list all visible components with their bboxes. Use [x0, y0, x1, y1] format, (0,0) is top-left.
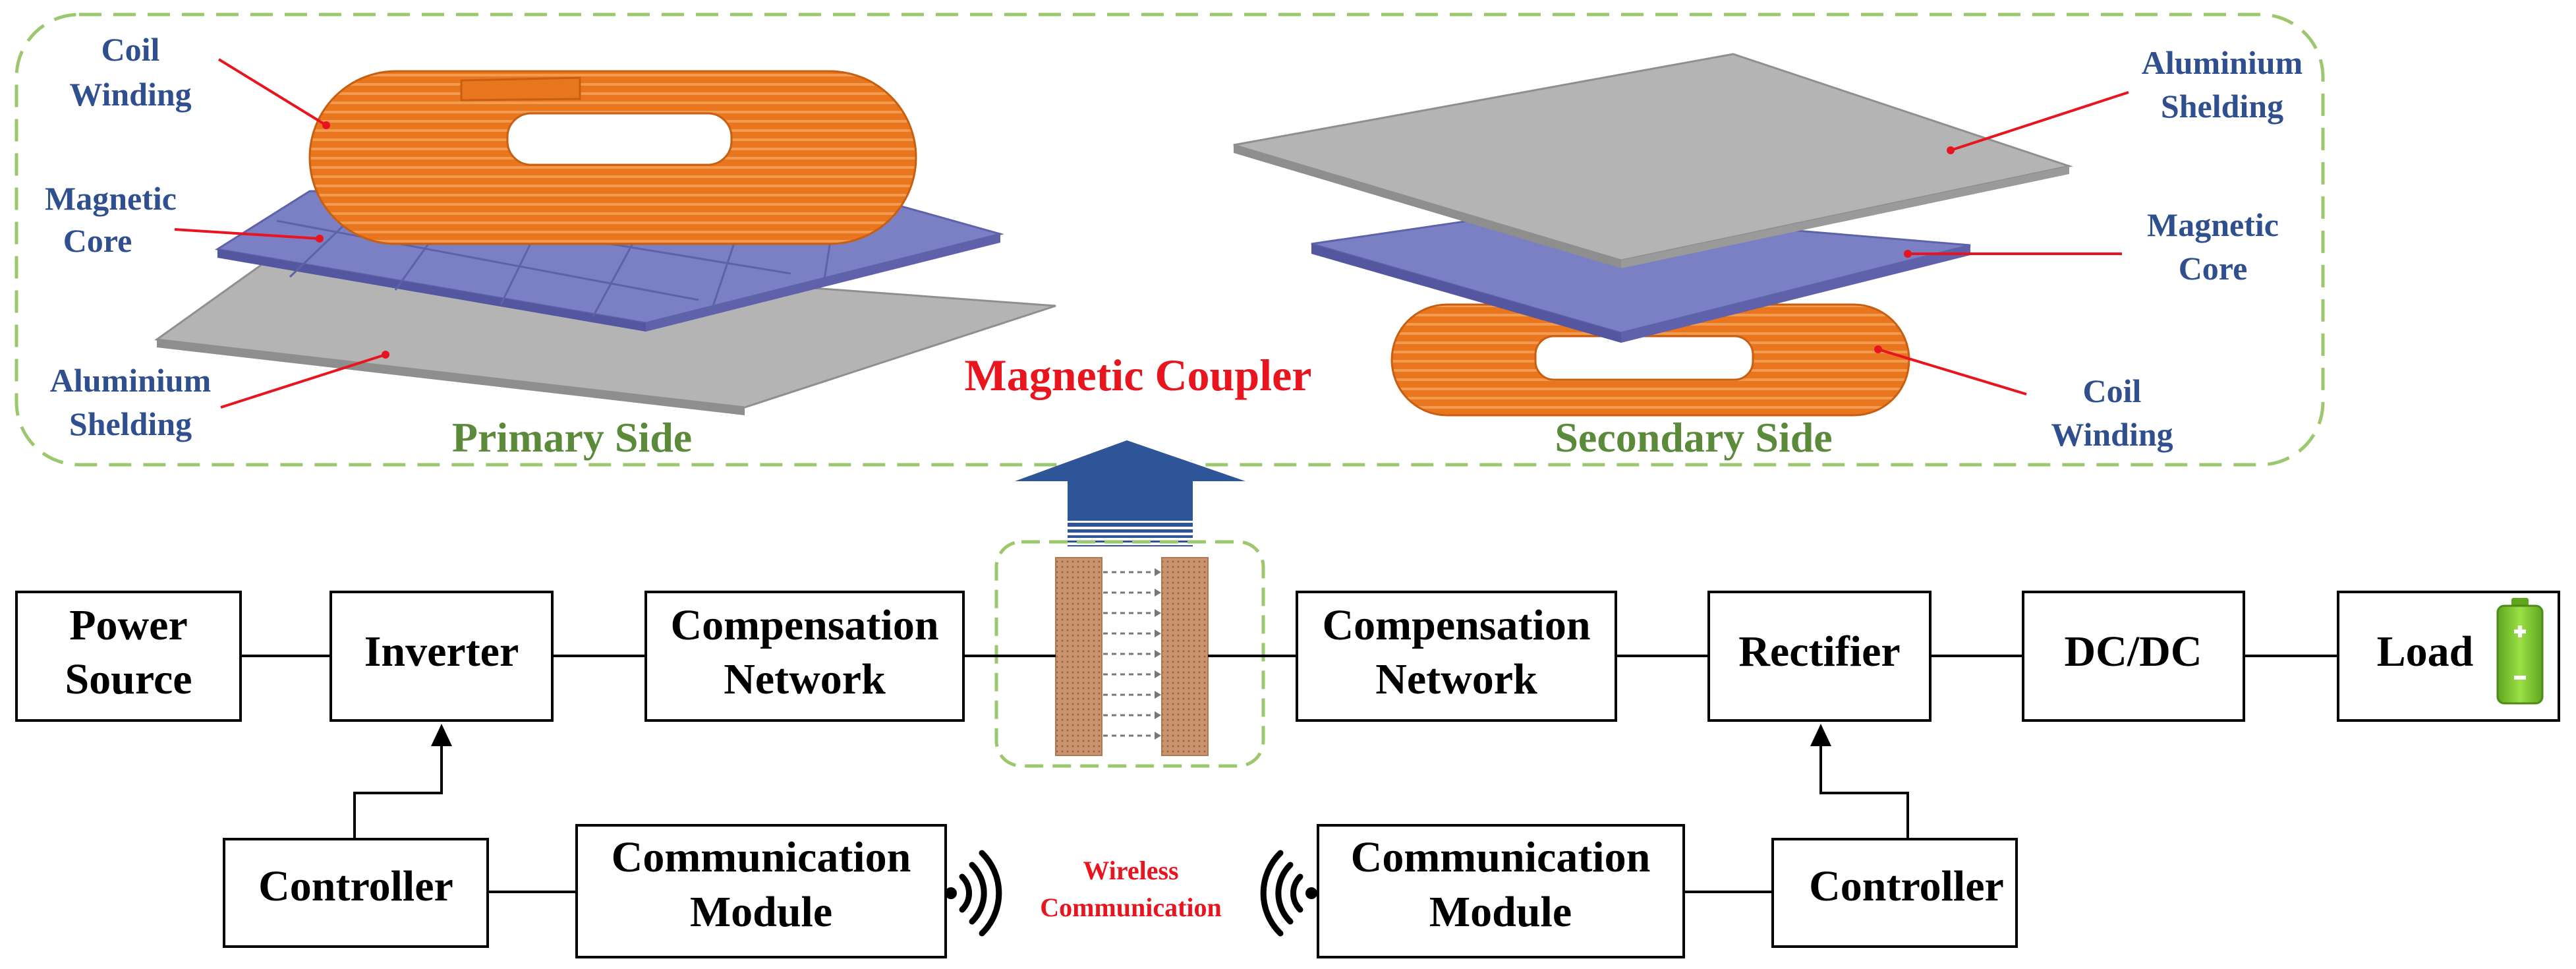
inverter-block: Inverter	[329, 591, 554, 722]
primary-side-illustration	[154, 70, 1056, 415]
rectifier-block: Rectifier	[1707, 591, 1932, 722]
secondary-core-label: Magnetic Core	[2147, 206, 2279, 287]
svg-text:Network: Network	[1375, 655, 1537, 703]
svg-text:Magnetic: Magnetic	[45, 180, 177, 217]
svg-text:Module: Module	[690, 888, 832, 936]
communication-module-primary-block: Communication Module	[575, 824, 947, 958]
svg-text:Compensation: Compensation	[1322, 601, 1590, 649]
svg-text:Coil: Coil	[101, 31, 160, 68]
communication-module-secondary-block: Communication Module	[1317, 824, 1685, 958]
connection-lines	[241, 655, 2338, 893]
secondary-shield-label: Aluminium Shelding	[2142, 44, 2303, 125]
wireless-signal-right-icon	[1260, 850, 1317, 937]
svg-text:Controller: Controller	[258, 862, 453, 910]
svg-text:Core: Core	[63, 222, 132, 259]
power-source-block: Power Source	[15, 591, 242, 722]
coupler-inset-plates	[1055, 557, 1209, 756]
svg-text:Module: Module	[1429, 888, 1572, 936]
primary-shield-label: Aluminium Shelding	[50, 362, 212, 442]
svg-text:Wireless: Wireless	[1083, 856, 1178, 885]
svg-text:Communication: Communication	[1351, 833, 1651, 881]
svg-text:Source: Source	[65, 655, 192, 703]
secondary-side-label: Secondary Side	[1555, 414, 1832, 461]
svg-text:Communication: Communication	[1040, 893, 1222, 922]
svg-text:DC/DC: DC/DC	[2065, 628, 2202, 676]
wireless-communication-label: Wireless Communication	[1040, 856, 1222, 922]
secondary-aluminium-shield	[1233, 53, 2073, 262]
svg-text:Coil: Coil	[2083, 372, 2142, 409]
svg-text:Rectifier: Rectifier	[1738, 628, 1900, 676]
svg-text:Aluminium: Aluminium	[2142, 44, 2303, 81]
svg-text:Network: Network	[724, 655, 886, 703]
secondary-coil-label: Coil Winding	[2051, 372, 2173, 453]
primary-coil-winding	[308, 70, 917, 245]
magnetic-coupler-title: Magnetic Coupler	[965, 350, 1312, 400]
coupling-arrow	[1015, 440, 1245, 546]
svg-text:Winding: Winding	[69, 76, 191, 113]
battery-icon	[2496, 598, 2544, 705]
svg-text:Controller: Controller	[1809, 862, 2004, 910]
primary-core-label: Magnetic Core	[45, 180, 177, 259]
svg-text:Compensation: Compensation	[670, 601, 938, 649]
svg-text:Inverter: Inverter	[364, 628, 519, 676]
primary-side-label: Primary Side	[452, 414, 692, 461]
svg-text:Core: Core	[2179, 250, 2248, 287]
compensation-network-secondary-block: Compensation Network	[1296, 591, 1617, 722]
svg-text:Winding: Winding	[2051, 416, 2173, 453]
magnetic-coupler-frame	[14, 13, 2325, 467]
svg-text:Power: Power	[69, 601, 188, 649]
primary-coil-label: Coil Winding	[69, 31, 191, 113]
svg-text:Shelding: Shelding	[2161, 88, 2283, 125]
svg-text:Load: Load	[2377, 628, 2474, 676]
svg-text:Shelding: Shelding	[69, 405, 192, 442]
compensation-network-primary-block: Compensation Network	[644, 591, 965, 722]
coupler-inset-frame	[994, 540, 1265, 768]
svg-text:Magnetic: Magnetic	[2147, 206, 2279, 243]
dcdc-block: DC/DC	[2022, 591, 2245, 722]
load-block: Load	[2337, 591, 2560, 722]
controller-primary-block: Controller	[223, 838, 489, 948]
svg-text:Communication: Communication	[612, 833, 911, 881]
wireless-signal-left-icon	[945, 850, 1002, 937]
svg-text:Aluminium: Aluminium	[50, 362, 212, 399]
controller-secondary-block: Controller	[1771, 838, 2018, 948]
secondary-side-illustration	[1233, 53, 2073, 417]
